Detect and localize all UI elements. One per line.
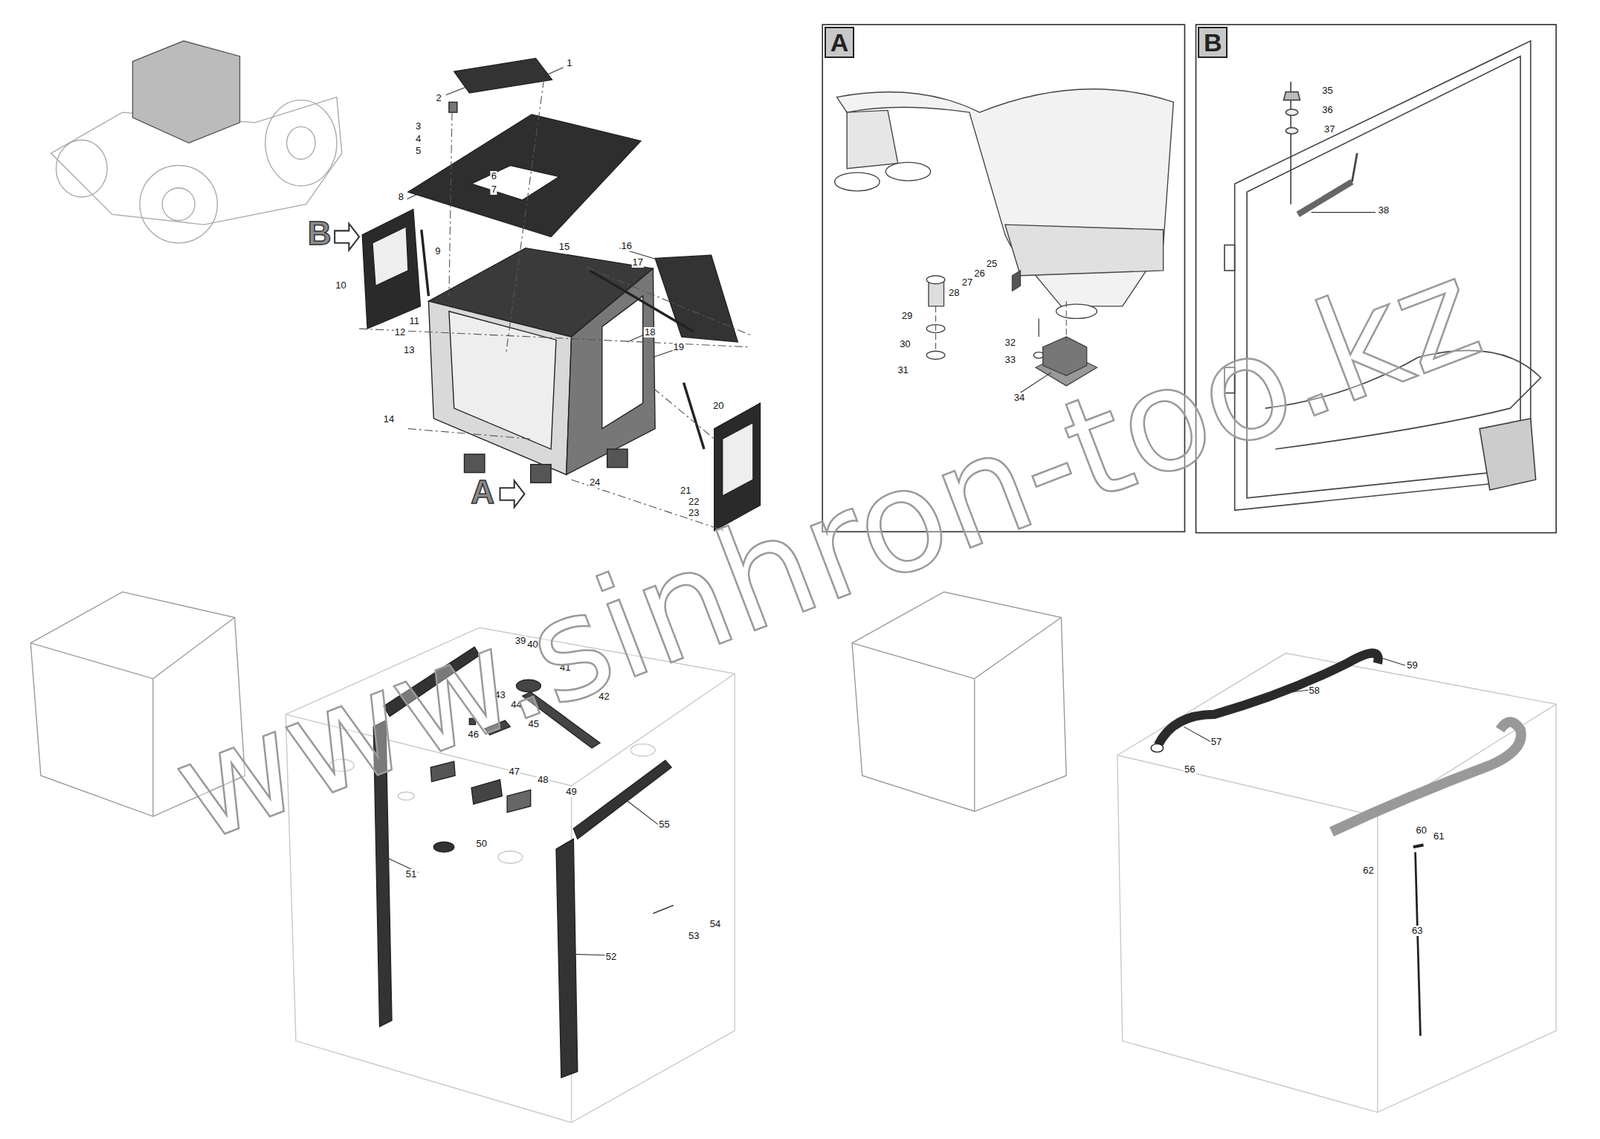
callout-number: 17 bbox=[631, 257, 644, 268]
callout-number: 63 bbox=[1411, 925, 1424, 937]
callout-number: 61 bbox=[1432, 831, 1445, 842]
callout-number: 3 bbox=[414, 121, 422, 132]
callout-number: 8 bbox=[397, 191, 405, 203]
view-letter: A bbox=[830, 28, 850, 56]
view-letter: A bbox=[470, 475, 495, 510]
callout-number: 50 bbox=[475, 838, 488, 850]
callout-number: 1 bbox=[565, 57, 573, 69]
callout-number: 57 bbox=[1210, 736, 1223, 748]
callout-number: 38 bbox=[1377, 205, 1390, 216]
callout-number: 37 bbox=[1323, 124, 1336, 135]
callout-number: 52 bbox=[605, 951, 618, 963]
callout-number: 28 bbox=[947, 287, 960, 299]
callout-number: 26 bbox=[973, 268, 986, 279]
callout-number: 23 bbox=[687, 507, 700, 519]
callout-number: 16 bbox=[620, 240, 632, 252]
callout-number: 51 bbox=[405, 869, 418, 880]
callout-number: 5 bbox=[414, 145, 422, 157]
callout-number: 48 bbox=[536, 774, 549, 786]
callout-number: 58 bbox=[1307, 685, 1320, 696]
callout-number: 12 bbox=[394, 327, 406, 338]
callout-number: 2 bbox=[435, 92, 443, 104]
detail-view-tag: B bbox=[1197, 26, 1228, 58]
callout-number: 27 bbox=[961, 277, 974, 288]
callout-number: 10 bbox=[334, 280, 347, 291]
callout-number: 29 bbox=[901, 310, 914, 322]
detail-view-tag: A bbox=[824, 26, 855, 58]
callout-number: 19 bbox=[672, 342, 685, 353]
view-letter: B bbox=[1203, 28, 1223, 56]
callout-number: 53 bbox=[687, 930, 700, 942]
callout-number: 15 bbox=[558, 241, 571, 253]
callout-number: 25 bbox=[985, 258, 998, 270]
callout-number: 30 bbox=[898, 339, 911, 350]
watermark: www.sinhron-too.kz bbox=[156, 234, 1497, 867]
callout-number: 59 bbox=[1405, 660, 1418, 671]
callout-number: 31 bbox=[896, 365, 909, 376]
callout-number: 32 bbox=[1003, 337, 1016, 348]
callout-number: 9 bbox=[434, 246, 441, 257]
callout-number: 62 bbox=[1362, 865, 1374, 876]
callout-number: 18 bbox=[643, 327, 656, 338]
callout-number: 47 bbox=[507, 766, 520, 777]
callout-number: 4 bbox=[414, 133, 422, 145]
callout-number: 54 bbox=[709, 918, 722, 930]
callout-number: 22 bbox=[687, 496, 700, 508]
callout-number: 7 bbox=[490, 184, 498, 195]
callout-number: 35 bbox=[1321, 85, 1334, 96]
callout-number: 56 bbox=[1183, 764, 1196, 775]
callout-number: 11 bbox=[408, 315, 421, 327]
callout-number: 21 bbox=[679, 485, 692, 496]
callout-number: 33 bbox=[1003, 354, 1016, 366]
callout-number: 13 bbox=[402, 344, 415, 356]
callout-number: 20 bbox=[712, 400, 725, 412]
callout-number: 60 bbox=[1415, 825, 1428, 836]
callout-number: 49 bbox=[565, 786, 577, 798]
callout-number: 36 bbox=[1321, 104, 1334, 116]
callout-number: 24 bbox=[588, 477, 601, 488]
view-letter: B bbox=[307, 216, 332, 251]
callout-number: 14 bbox=[382, 414, 395, 425]
callout-number: 6 bbox=[490, 171, 498, 182]
callout-number: 55 bbox=[657, 819, 670, 830]
